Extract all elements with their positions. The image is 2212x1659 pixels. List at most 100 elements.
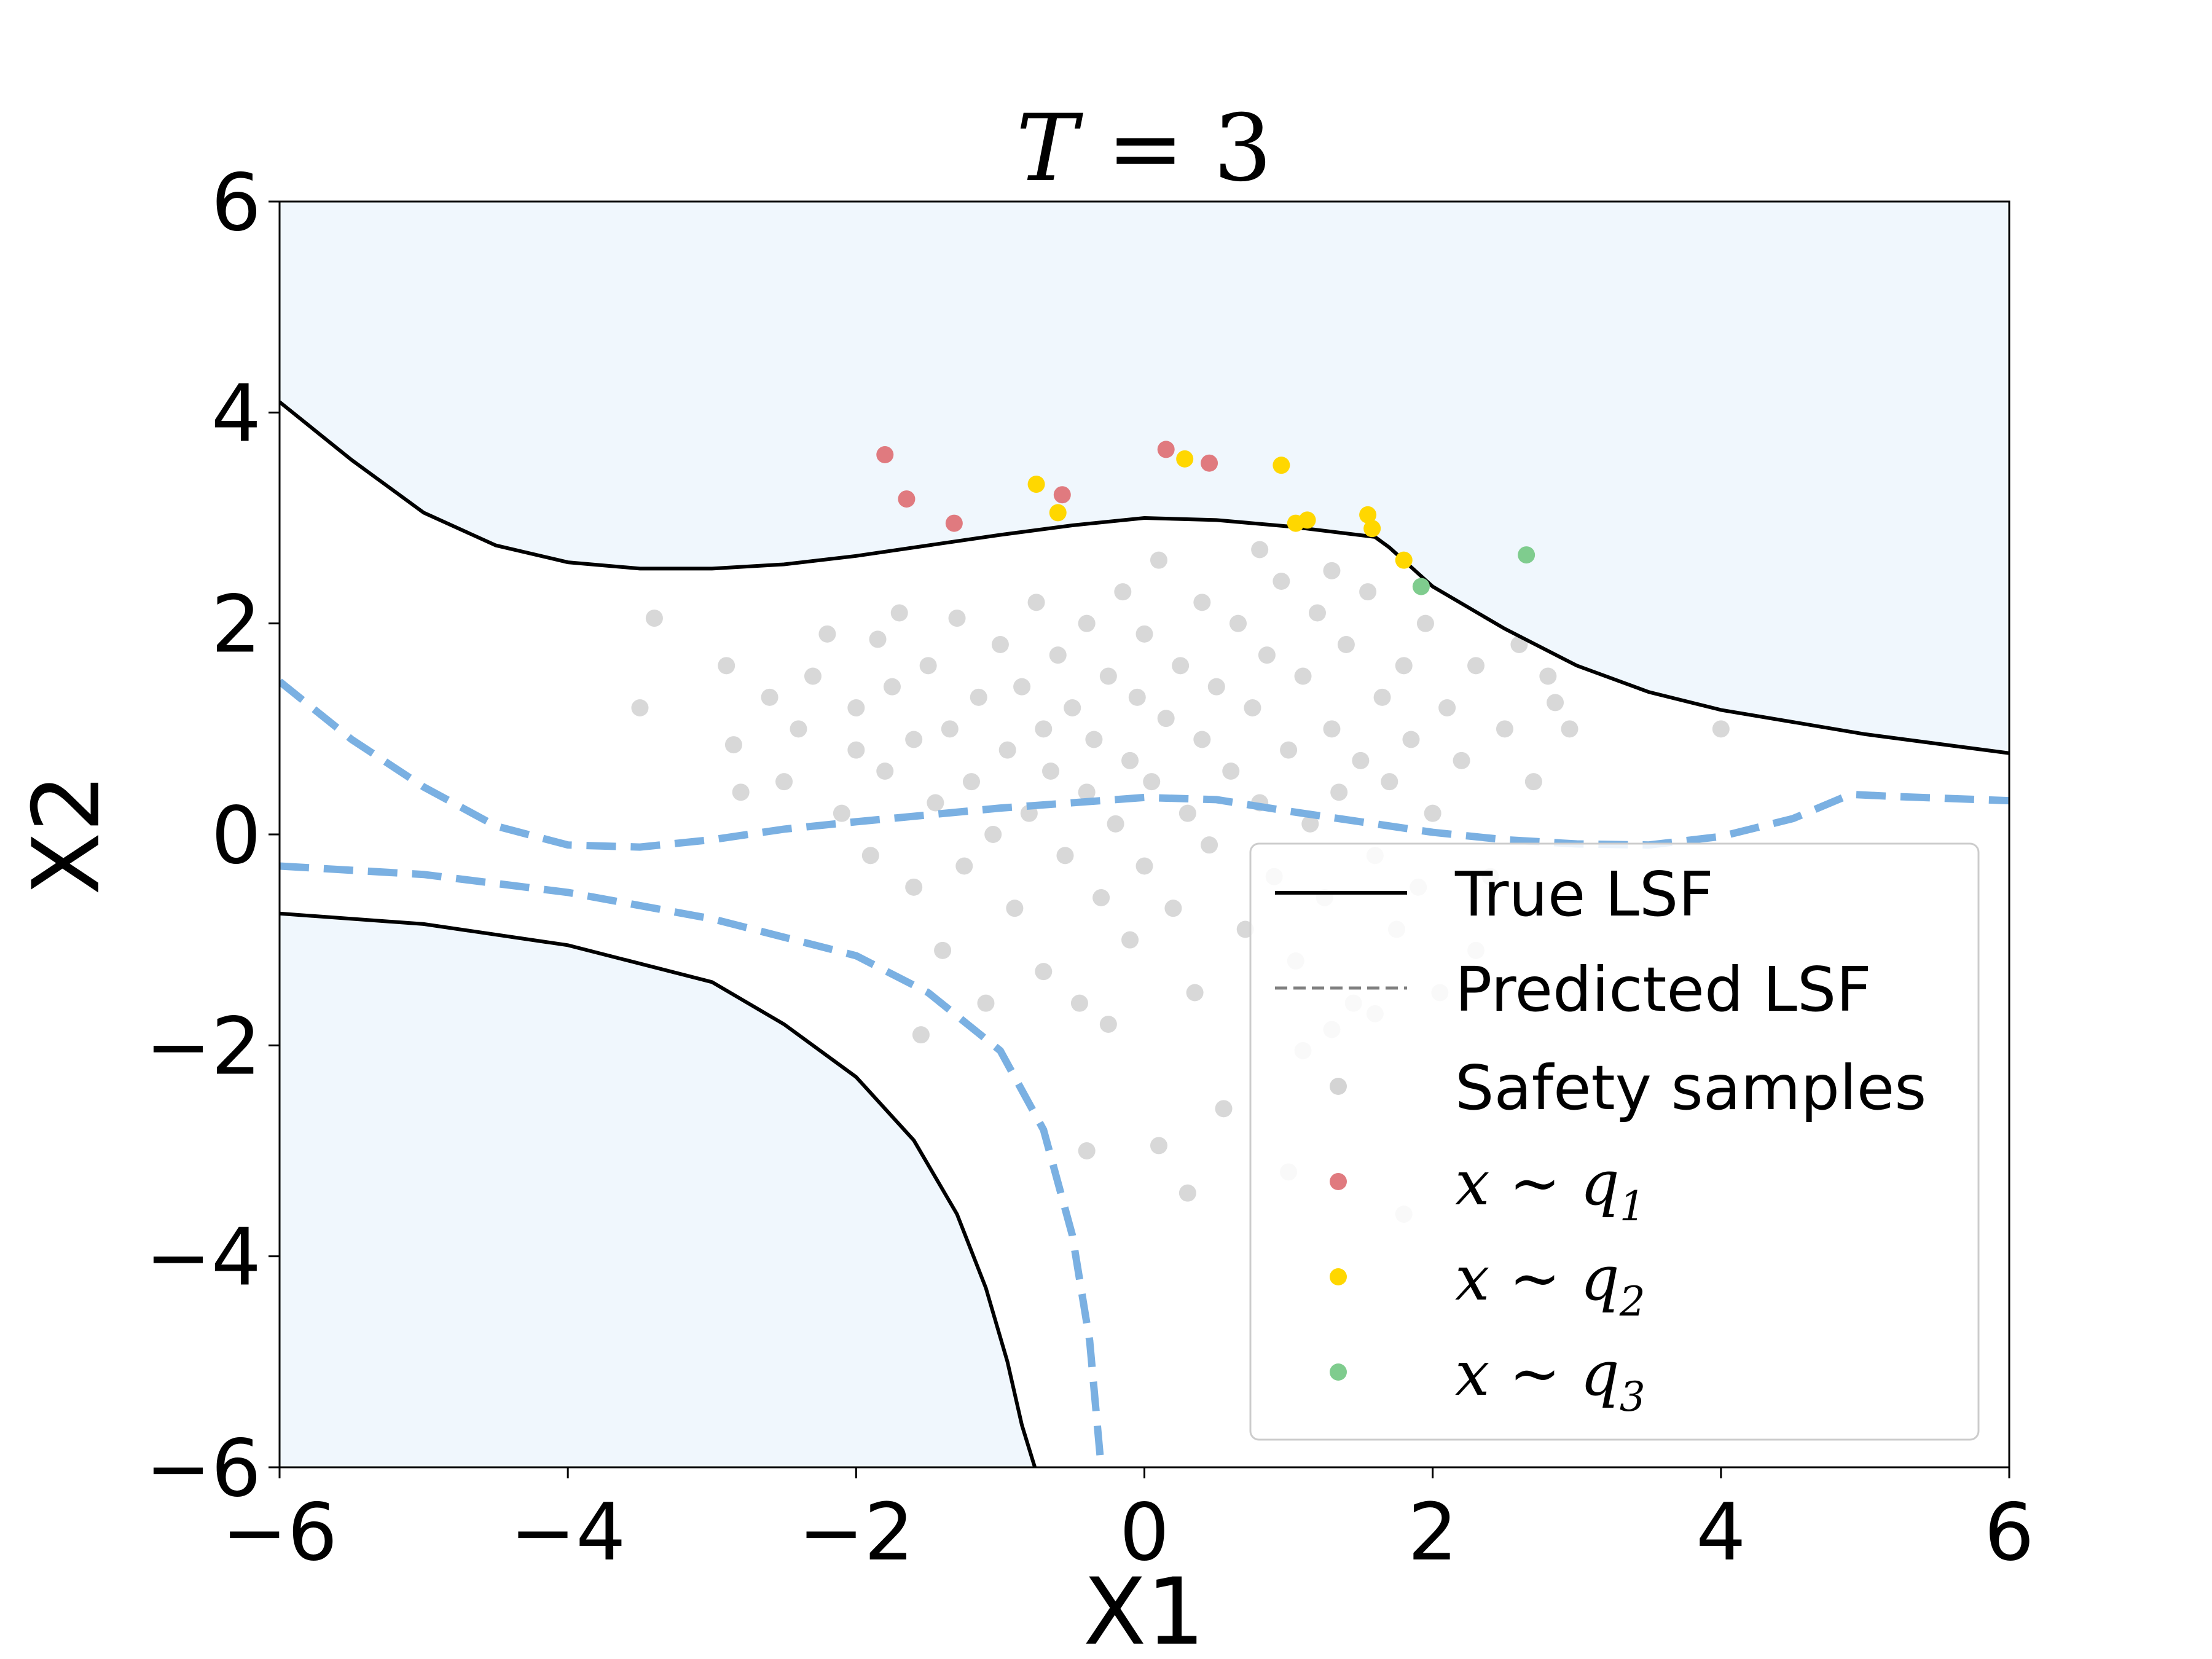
- safety-sample-point: [1323, 720, 1341, 738]
- legend-box: [1249, 842, 1980, 1441]
- safety-sample-point: [1027, 594, 1045, 611]
- safety-sample-point: [1092, 889, 1110, 906]
- safety-sample-point: [1294, 667, 1312, 685]
- x-axis-title: X1: [1083, 1559, 1205, 1659]
- safety-sample-point: [1207, 678, 1225, 696]
- safety-sample-point: [1352, 751, 1370, 769]
- safety-sample-point: [1395, 657, 1413, 675]
- q1-sample-point: [1201, 454, 1218, 472]
- x-tick-label: 0: [1120, 1487, 1169, 1579]
- safety-sample-point: [1035, 720, 1053, 738]
- y-tick-label: 0: [211, 790, 261, 882]
- safety-sample-point: [890, 604, 908, 622]
- safety-sample-point: [1309, 604, 1326, 622]
- y-tick-label: −4: [145, 1212, 261, 1304]
- safety-sample-point: [991, 636, 1009, 653]
- safety-sample-point: [1193, 594, 1211, 611]
- safety-sample-point: [1438, 699, 1456, 716]
- safety-sample-point: [1330, 783, 1348, 801]
- safety-sample-point: [912, 1026, 930, 1044]
- safety-sample-point: [1164, 900, 1182, 917]
- safety-sample-point: [984, 826, 1002, 843]
- safety-sample-point: [1107, 815, 1124, 833]
- safety-sample-point: [1301, 815, 1319, 833]
- safety-sample-point: [761, 688, 779, 706]
- safety-sample-point: [1099, 667, 1117, 685]
- safety-sample-point: [1424, 804, 1441, 822]
- legend-marker-q3: [1330, 1363, 1347, 1381]
- safety-sample-point: [1337, 636, 1355, 653]
- safety-sample-point: [883, 678, 901, 696]
- safety-sample-point: [645, 610, 663, 627]
- predicted-lsf-upper-line: [280, 678, 2009, 851]
- safety-sample-point: [1070, 994, 1088, 1012]
- legend-marker-q2: [1330, 1268, 1347, 1285]
- safety-sample-point: [1056, 847, 1074, 865]
- safety-sample-point: [631, 699, 649, 716]
- safety-sample-point: [1172, 657, 1190, 675]
- safety-sample-point: [1128, 688, 1146, 706]
- x-tick-label: −6: [222, 1487, 338, 1579]
- safety-sample-point: [1078, 614, 1096, 632]
- safety-sample-point: [1539, 667, 1557, 685]
- safety-sample-point: [1258, 646, 1276, 664]
- q3-sample-point: [1518, 546, 1535, 564]
- q2-sample-point: [1273, 457, 1290, 474]
- safety-sample-point: [876, 763, 894, 780]
- safety-sample-point: [1496, 720, 1513, 738]
- legend-label-predicted-lsf: Predicted LSF: [1455, 954, 1872, 1026]
- safety-sample-point: [1244, 699, 1261, 716]
- safety-sample-point: [919, 657, 937, 675]
- failure-region-lower: [280, 913, 1035, 1467]
- q2-sample-point: [1359, 506, 1377, 524]
- true-lsf-upper-line: [280, 400, 2009, 755]
- safety-sample-point: [1099, 1016, 1117, 1033]
- safety-sample-point: [1114, 583, 1132, 601]
- safety-sample-point: [1150, 551, 1167, 569]
- safety-sample-point: [847, 699, 865, 716]
- q2-sample-point: [1363, 520, 1381, 538]
- safety-sample-point: [724, 736, 742, 754]
- safety-sample-point: [1143, 773, 1161, 791]
- q2-sample-point: [1027, 476, 1045, 493]
- safety-sample-point: [1215, 1100, 1233, 1118]
- safety-sample-point: [1453, 751, 1470, 769]
- safety-sample-point: [1193, 731, 1211, 748]
- safety-sample-point: [1121, 931, 1139, 949]
- safety-sample-point: [905, 731, 923, 748]
- predicted-lsf-lower-line: [280, 862, 1105, 1467]
- legend-label-q1: x ~ q1: [1455, 1147, 1645, 1230]
- safety-sample-point: [1078, 1142, 1096, 1159]
- safety-sample-point: [1150, 1137, 1167, 1155]
- safety-sample-point: [963, 773, 980, 791]
- x-tick-label: −4: [510, 1487, 626, 1579]
- x-tick-label: 6: [1984, 1487, 2034, 1579]
- safety-sample-point: [1085, 731, 1103, 748]
- q1-sample-point: [898, 490, 916, 508]
- legend-label-true-lsf: True LSF: [1454, 858, 1714, 930]
- safety-sample-point: [977, 994, 995, 1012]
- safety-sample-point: [1273, 573, 1290, 590]
- failure-region-layer: [280, 202, 2009, 1467]
- safety-sample-point: [1006, 900, 1024, 917]
- safety-sample-point: [790, 720, 807, 738]
- safety-sample-point: [1561, 720, 1579, 738]
- safety-sample-point: [1373, 688, 1391, 706]
- true-lsf-lower-line: [280, 911, 1037, 1467]
- safety-sample-point: [1416, 614, 1434, 632]
- q-samples-layer: [876, 441, 1535, 595]
- y-tick-label: 2: [211, 579, 261, 671]
- safety-sample-point: [934, 941, 952, 959]
- safety-sample-point: [804, 667, 822, 685]
- safety-sample-point: [1547, 694, 1564, 712]
- q2-sample-point: [1176, 450, 1194, 468]
- y-tick-label: 6: [211, 157, 261, 249]
- safety-sample-point: [1524, 773, 1542, 791]
- y-tick-label: 4: [211, 368, 261, 460]
- safety-sample-point: [1280, 741, 1298, 759]
- x-tick-label: 4: [1696, 1487, 1746, 1579]
- safety-sample-point: [970, 688, 987, 706]
- safety-sample-point: [732, 783, 750, 801]
